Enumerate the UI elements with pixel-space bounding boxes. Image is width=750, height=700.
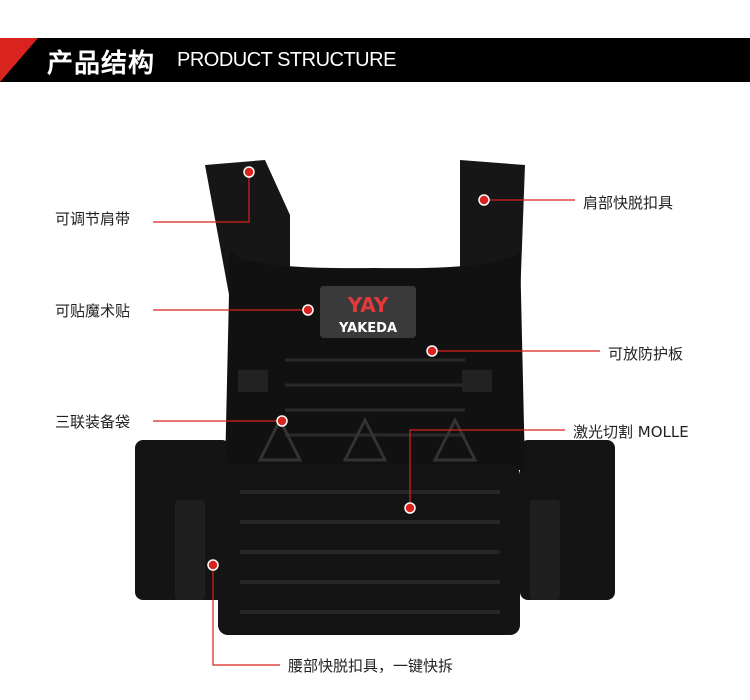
callout-velcro-patch: 可贴魔术贴 <box>55 302 131 320</box>
callout-adjustable-shoulder-strap: 可调节肩带 <box>55 210 131 228</box>
section-header: 产品结构 PRODUCT STRUCTURE <box>0 38 750 82</box>
header-title-en: PRODUCT STRUCTURE <box>177 49 396 71</box>
svg-text:YAKEDA: YAKEDA <box>338 321 397 336</box>
svg-text:YAY: YAY <box>347 293 389 317</box>
header-title-cn: 产品结构 <box>47 49 156 79</box>
header-accent-triangle <box>0 38 38 82</box>
callout-triple-pouch: 三联装备袋 <box>55 413 131 431</box>
callout-lines <box>153 172 600 666</box>
callout-plate-pocket: 可放防护板 <box>608 345 684 363</box>
molle-grid <box>285 358 465 437</box>
callout-dots <box>207 166 490 571</box>
logo-patch <box>320 286 416 338</box>
callout-waist-quick-release: 腰部快脱扣具，一键快拆 <box>288 657 454 675</box>
callout-shoulder-quick-release: 肩部快脱扣具 <box>583 194 674 212</box>
callout-laser-cut-molle: 激光切割 MOLLE <box>573 423 689 441</box>
